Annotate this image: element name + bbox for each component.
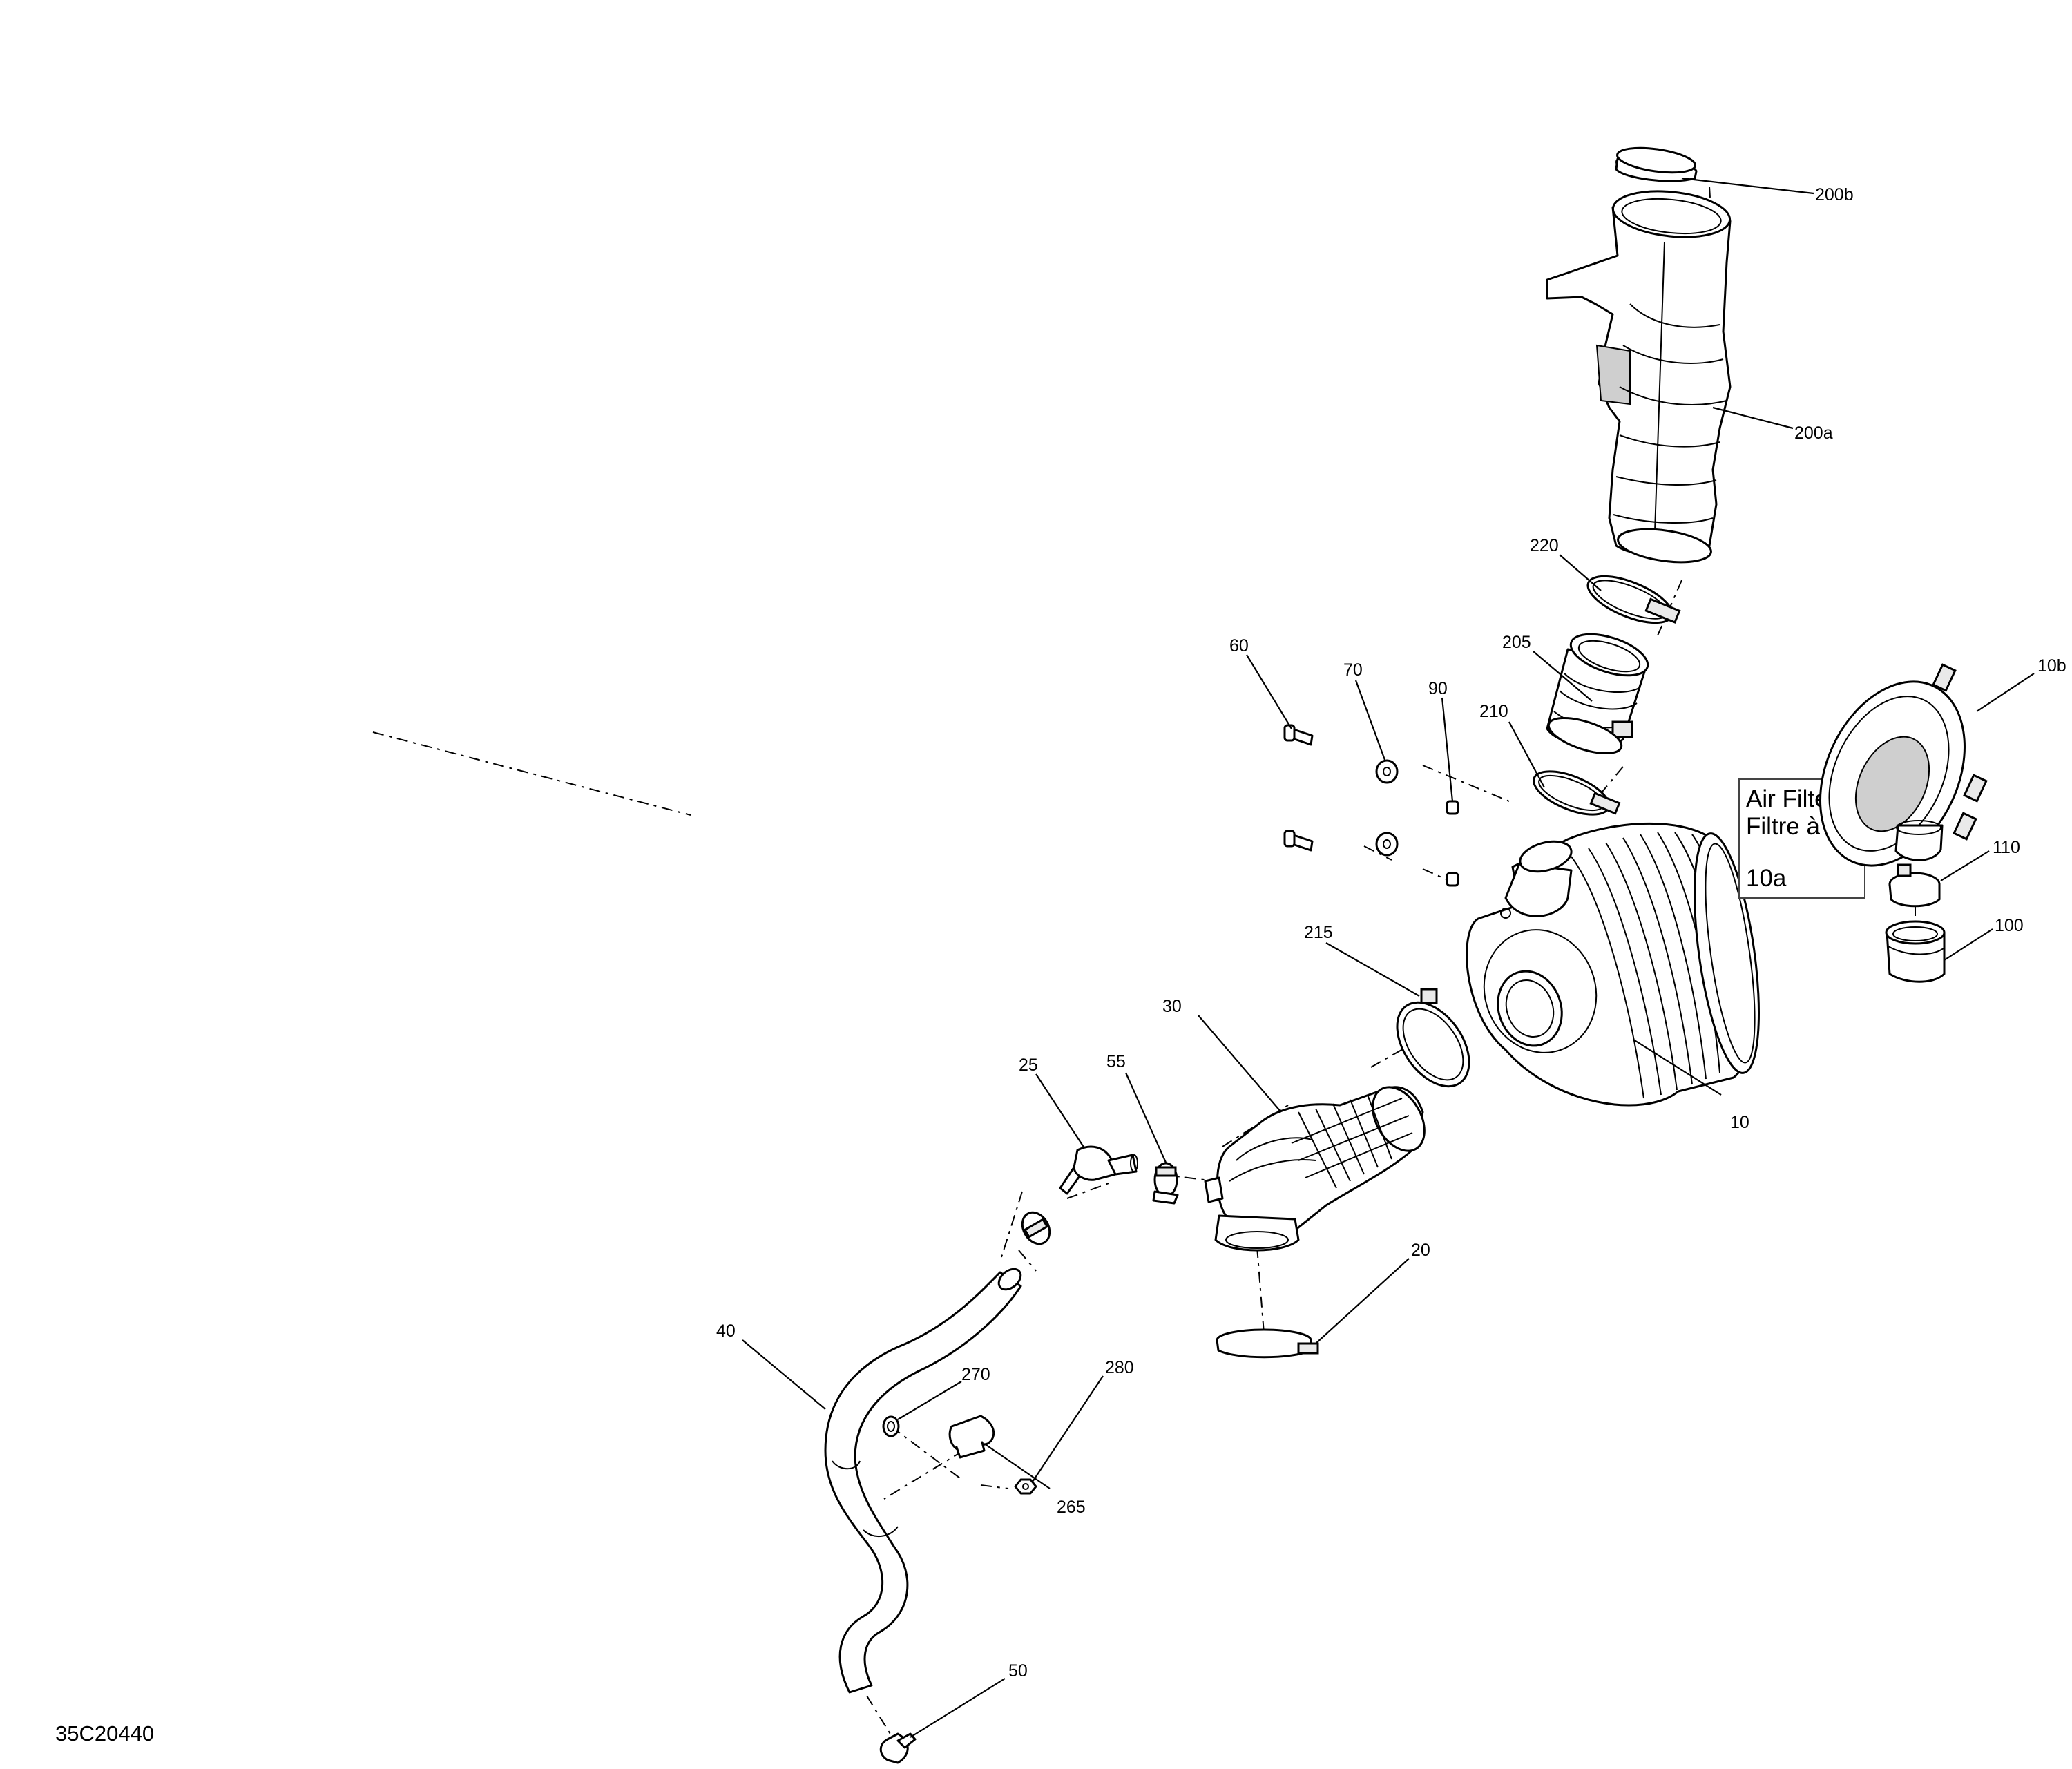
drawing-number: 35C20440 [55, 1721, 154, 1746]
part-60-bolts [1283, 724, 1314, 852]
part-270-fitting [882, 1415, 900, 1437]
part-90-nuts [1446, 800, 1459, 887]
part-280-nut [1014, 1478, 1037, 1495]
part-220-hose-clamp [1586, 575, 1681, 624]
callout-265: 265 [1057, 1498, 1086, 1517]
callout-205: 205 [1502, 633, 1531, 652]
part-20-clamp [1216, 1328, 1319, 1359]
callout-10b: 10b [2037, 656, 2066, 676]
part-70-washers [1375, 759, 1399, 857]
part-200a-intake-duct [1546, 190, 1732, 564]
callout-25: 25 [1019, 1055, 1038, 1075]
callout-55: 55 [1106, 1052, 1126, 1071]
callout-50: 50 [1008, 1661, 1028, 1681]
part-200b-cap [1615, 146, 1698, 182]
hose-clip [1021, 1211, 1051, 1245]
callout-210: 210 [1479, 702, 1508, 721]
callout-40: 40 [716, 1321, 736, 1341]
part-205-coupling-sleeve [1546, 633, 1649, 755]
part-215-clamp [1396, 988, 1470, 1088]
part-110-clamp [1888, 863, 1941, 908]
part-210-hose-clamp [1532, 770, 1621, 816]
part-10-air-filter-housing [1466, 822, 1760, 1107]
callout-280: 280 [1105, 1358, 1134, 1377]
part-25-elbow-fitting [1059, 1145, 1138, 1195]
callout-60: 60 [1229, 636, 1249, 656]
part-55-clip [1152, 1162, 1179, 1205]
callout-30: 30 [1162, 997, 1182, 1016]
part-265-clip [948, 1415, 995, 1459]
callout-110: 110 [1993, 838, 2020, 857]
callout-90: 90 [1428, 679, 1448, 698]
part-40-vent-hose [824, 1268, 1022, 1694]
callout-200b: 200b [1815, 185, 1854, 204]
callout-10: 10 [1730, 1113, 1749, 1132]
callout-200a: 200a [1794, 423, 1833, 443]
callout-220: 220 [1530, 536, 1559, 555]
leader-lines [742, 177, 2035, 1738]
callout-270: 270 [961, 1365, 990, 1384]
part-100-sleeve [1885, 920, 1946, 983]
callout-70: 70 [1343, 660, 1363, 680]
part-50-hose-end-clip [879, 1732, 917, 1764]
callout-215: 215 [1304, 923, 1333, 942]
callout-20: 20 [1411, 1241, 1430, 1260]
part-10b-filter-cover [1819, 663, 1988, 867]
callout-100: 100 [1995, 916, 2024, 935]
info-box-ref: 10a [1746, 865, 1787, 892]
callout-labels: 200b 200a 220 205 210 60 70 90 10b 110 1… [716, 185, 2066, 1681]
part-30-intake-boot [1204, 1086, 1426, 1252]
